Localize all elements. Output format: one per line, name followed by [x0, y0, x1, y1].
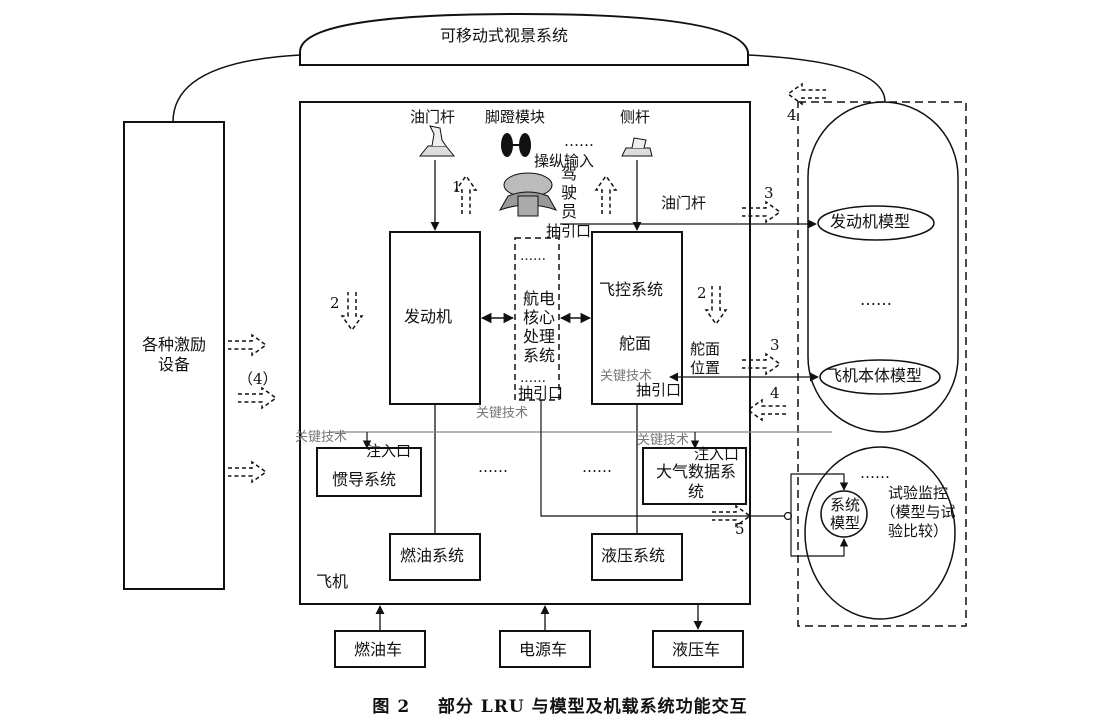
dots-left: ……: [478, 458, 508, 476]
key-tech-fc: 关键技术: [600, 369, 653, 384]
num-2-right: 2: [697, 284, 707, 302]
junction-to-model-bottom: [790, 516, 849, 557]
pilot-input-label: 操纵输入: [534, 152, 595, 170]
pedal-label: 脚蹬模块: [485, 108, 546, 126]
junction-to-model-top: [790, 473, 849, 516]
dashed-arrow-stim-2: [237, 387, 277, 409]
air-data-box: [642, 447, 747, 505]
inject-port-left: 注入口: [366, 442, 412, 460]
aircraft-label: 飞机: [316, 572, 349, 591]
dome-left-curve: [172, 54, 301, 123]
side-stick-icon: [621, 137, 653, 157]
system-model-label: 系统模型: [830, 496, 861, 532]
avionics-box: [514, 237, 560, 401]
power-cart-box: [499, 630, 591, 668]
power-cart-label: 电源车: [519, 640, 568, 659]
inject-port-right: 注入口: [694, 445, 740, 463]
key-tech-right: 关键技术: [637, 433, 690, 448]
airframe-model-ellipse: [819, 359, 941, 395]
aircraft-boundary: [299, 101, 751, 605]
inertial-label: 惯导系统: [332, 470, 397, 489]
hydraulic-cart-box: [652, 630, 744, 668]
dashed-arrow-3-top: [741, 201, 781, 223]
num-3-top: 3: [764, 184, 774, 202]
dashed-arrow-up-2: [595, 175, 617, 215]
monitor-circle: [804, 446, 956, 620]
surface-position-label: 舵面位置: [690, 340, 721, 377]
dashed-arrow-stim-1: [227, 334, 267, 356]
dashed-arrow-4-mid: [747, 399, 787, 421]
visual-system-label: 可移动式视景系统: [440, 26, 569, 45]
fuel-cart-box: [334, 630, 426, 668]
pilot-label: 驾驶员: [560, 164, 577, 221]
num-2-left: 2: [330, 294, 340, 312]
models-dots: ……: [860, 290, 892, 309]
engine-model-ellipse: [817, 205, 935, 241]
surface-label: 舵面: [619, 334, 652, 353]
throttle-signal-label: 油门杆: [661, 194, 707, 212]
hydraulic-cart-label: 液压车: [672, 640, 721, 659]
monitor-dots: ……: [860, 464, 890, 482]
engine-label: 发动机: [404, 307, 453, 326]
hydraulic-system-box: [591, 533, 683, 581]
monitor-title: 试验监控（模型与试验比较）: [880, 484, 956, 540]
pedal-icon: [501, 133, 531, 157]
num-4-mid: 4: [770, 384, 780, 402]
side-stick-label: 侧杆: [620, 108, 651, 126]
avionics-to-monitor: [540, 400, 786, 517]
caption-text: 部分 LRU 与模型及机载系统功能交互: [437, 697, 748, 717]
avionics-dots-bottom: ……: [520, 371, 546, 386]
avionics-label: 航电核心处理系统: [523, 289, 556, 365]
engine-model-label: 发动机模型: [830, 212, 911, 231]
extract-port-avionics: 抽引口: [518, 384, 564, 402]
system-model-ellipse: [820, 490, 868, 538]
num-1: 1: [452, 178, 462, 196]
dashed-arrow-down-right: [705, 285, 727, 325]
dashed-arrow-3-mid: [741, 353, 781, 375]
air-data-label: 大气数据系统: [655, 462, 736, 501]
model-capsule: [807, 101, 959, 433]
fuel-system-box: [389, 533, 481, 581]
hydraulic-system-label: 液压系统: [601, 546, 666, 565]
num-4-top: 4: [787, 106, 797, 124]
dashed-arrow-down-left: [341, 291, 363, 331]
paren-4-label: （4）: [238, 370, 278, 388]
num-5: 5: [735, 520, 745, 538]
fuel-cart-label: 燃油车: [354, 640, 403, 659]
inertial-box: [316, 447, 422, 497]
figure-caption: 图 2 部分 LRU 与模型及机载系统功能交互: [0, 692, 1120, 717]
key-tech-left: 关键技术: [295, 430, 348, 445]
dashed-arrow-4-top: [787, 83, 827, 105]
num-3-mid: 3: [770, 336, 780, 354]
visual-system-shape: [299, 12, 749, 66]
pilot-icon: [498, 172, 558, 217]
controls-dots: ……: [564, 132, 594, 150]
dots-right: ……: [582, 458, 612, 476]
flight-control-box: [591, 231, 683, 405]
flight-control-label: 飞控系统: [599, 280, 664, 299]
avionics-dots-top: ……: [520, 249, 546, 264]
stimulus-device-label: 各种激励设备: [141, 335, 206, 374]
airframe-model-label: 飞机本体模型: [826, 366, 923, 385]
key-tech-middle: 关键技术: [476, 406, 529, 421]
fuel-system-label: 燃油系统: [400, 546, 465, 565]
throttle-label: 油门杆: [410, 108, 456, 126]
dashed-arrow-stim-3: [227, 461, 267, 483]
stimulus-device-box: [123, 121, 225, 590]
caption-figure-number: 图 2: [372, 697, 411, 717]
extract-port-top: 抽引口: [546, 222, 592, 240]
dome-right-curve: [747, 54, 886, 103]
extract-port-fc: 抽引口: [636, 381, 682, 399]
throttle-icon: [418, 125, 456, 157]
